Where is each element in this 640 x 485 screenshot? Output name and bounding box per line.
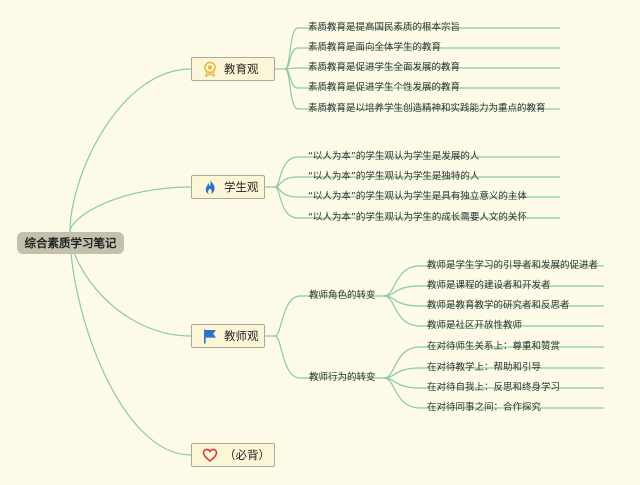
branch-label: 教育观 [224,62,259,76]
leaf-topic[interactable]: 素质教育是面向全体学生的教育 [308,42,442,53]
leaf-topic[interactable]: 教师是社区开放性教师 [427,320,523,331]
connector-line [274,176,560,188]
leaf-topic[interactable]: 在对待自我上：反思和终身学习 [427,382,561,393]
heart-icon [202,447,218,463]
flame-icon [202,179,218,195]
branch-label: （必背） [224,448,270,462]
subtopic-teacher-role-change[interactable]: 教师角色的转变 [309,290,376,301]
connector-line [284,47,560,70]
award-badge-icon [202,61,218,77]
leaf-topic[interactable]: 素质教育是促进学生全面发展的教育 [308,62,461,73]
leaf-topic[interactable]: “以人为本”的学生观认为学生的成长需要人文的关怀 [308,212,527,223]
connector-line [284,68,560,110]
branch-teacher-view[interactable]: 教师观 [191,324,265,348]
branch-must-memorize[interactable]: （必背） [191,443,275,467]
flag-icon [202,328,218,344]
connector-line [274,335,384,379]
subtopic-teacher-behavior-change[interactable]: 教师行为的转变 [309,372,376,383]
connector-line [69,231,192,456]
connector-line [383,295,604,327]
connector-line [383,285,604,297]
connector-line [274,156,560,188]
connector-line [383,367,604,379]
leaf-topic[interactable]: 教师是学生学习的引导者和发展的促进者 [427,260,599,271]
leaf-topic[interactable]: 教师是课程的建设者和开发者 [427,280,551,291]
connector-line [383,377,604,409]
leaf-topic[interactable]: 在对待同事之间：合作探究 [427,402,542,413]
leaf-topic[interactable]: 在对待师生关系上：尊重和赞赏 [427,341,561,352]
connector-line [274,295,384,337]
leaf-topic[interactable]: “以人为本”的学生观认为学生是具有独立意义的主体 [308,191,527,202]
branch-label: 教师观 [224,329,259,343]
connector-line [69,68,192,233]
leaf-topic[interactable]: “以人为本”的学生观认为学生是发展的人 [308,151,480,162]
leaf-topic[interactable]: 素质教育是促进学生个性发展的教育 [308,82,461,93]
leaf-topic[interactable]: 素质教育是提高国民素质的根本宗旨 [308,22,461,33]
leaf-topic[interactable]: “以人为本”的学生观认为学生是独特的人 [308,171,480,182]
leaf-topic[interactable]: 教师是教育教学的研究者和反思者 [427,300,570,311]
leaf-topic[interactable]: 在对待教学上：帮助和引导 [427,362,542,373]
branch-education-view[interactable]: 教育观 [191,57,275,81]
root-topic[interactable]: 综合素质学习笔记 [17,232,124,254]
leaf-topic[interactable]: 素质教育是以培养学生创造精神和实践能力为重点的教育 [308,103,546,114]
branch-student-view[interactable]: 学生观 [191,175,265,199]
connector-line [284,67,560,70]
connector-line [69,186,192,233]
branch-label: 学生观 [224,180,259,194]
connector-line [274,186,560,219]
